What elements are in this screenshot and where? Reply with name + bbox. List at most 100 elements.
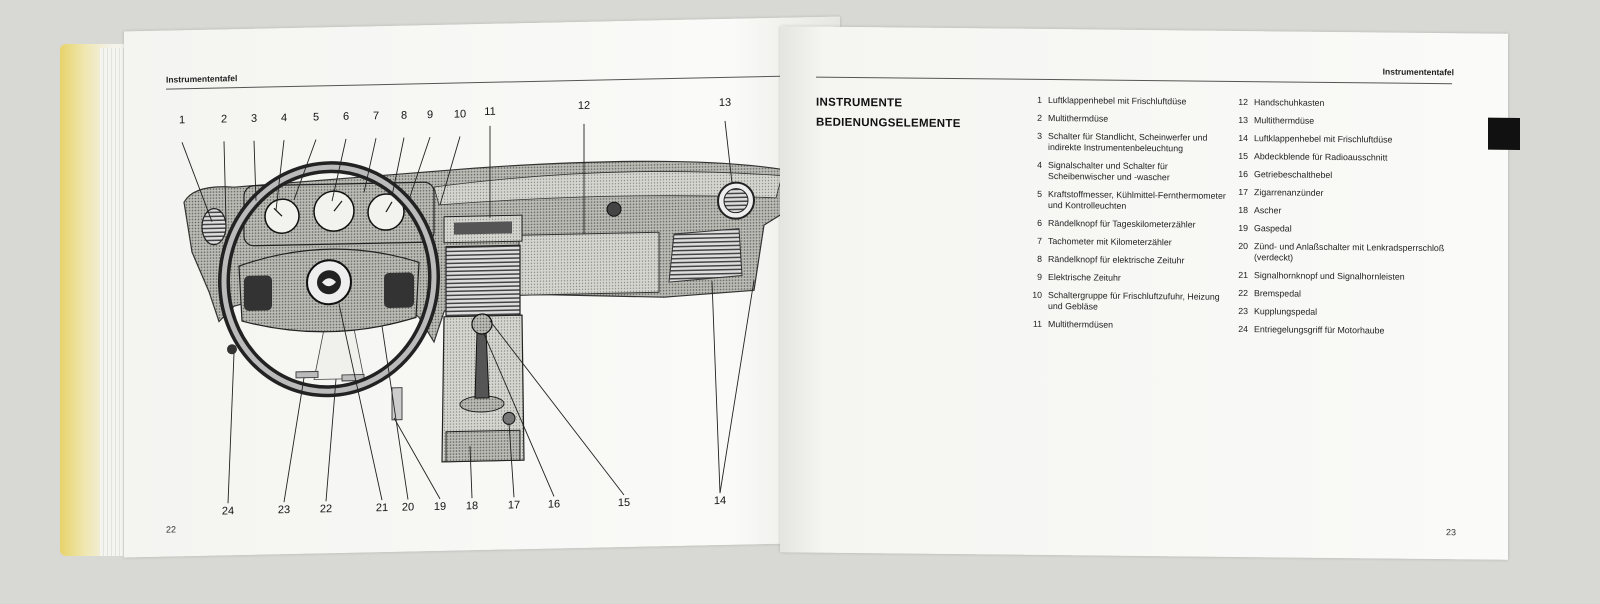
legend-text: Kupplungspedal: [1254, 306, 1318, 317]
right-header-rule: [816, 76, 1452, 85]
callout-24: 24: [221, 505, 235, 518]
legend-text: Bremspedal: [1254, 288, 1301, 299]
callout-23: 23: [277, 504, 291, 517]
legend-text: Gaspedal: [1254, 223, 1292, 234]
legend-text: Zünd- und Anlaßschalter mit Lenkradsperr…: [1254, 241, 1445, 263]
legend-number: 24: [1238, 323, 1248, 335]
callout-2: 2: [220, 113, 228, 126]
legend-item: 16 Getriebeschalthebel: [1232, 169, 1452, 182]
callout-10: 10: [453, 108, 467, 121]
callout-3: 3: [250, 112, 258, 125]
legend-number: 5: [1037, 188, 1042, 199]
legend-number: 20: [1238, 240, 1248, 252]
legend-text: Abdeckblende für Radioausschnitt: [1254, 151, 1388, 163]
legend-item: 14 Luftklappenhebel mit Frischluftdüse: [1232, 133, 1452, 146]
callout-11: 11: [484, 105, 496, 118]
left-page-number: 22: [166, 524, 177, 535]
legend-text: Schaltergruppe für Frischluftzufuhr, Hei…: [1048, 289, 1220, 312]
legend-text: Signalhornknopf und Signalhornleisten: [1254, 270, 1405, 282]
legend-text: Luftklappenhebel mit Frischluftdüse: [1048, 94, 1187, 107]
legend-item: 7 Tachometer mit Kilometerzähler: [1026, 236, 1226, 249]
legend-column-2: 12 Handschuhkasten 13 Multithermdüse 14 Luf…: [1232, 97, 1452, 344]
open-manual-book: Instrumententafel: [60, 16, 1540, 576]
legend-item: 24 Entriegelungsgriff für Motorhaube: [1232, 324, 1452, 337]
legend-text: Tachometer mit Kilometerzähler: [1048, 235, 1172, 248]
legend-number: 21: [1238, 269, 1248, 281]
legend-text: Zigarrenanzünder: [1254, 187, 1324, 198]
legend-text: Getriebeschalthebel: [1254, 169, 1333, 180]
callout-21: 21: [375, 501, 389, 515]
legend-text: Handschuhkasten: [1254, 97, 1325, 108]
callout-12: 12: [577, 99, 591, 112]
legend-item: 2 Multithermdüse: [1026, 113, 1226, 126]
legend-text: Entriegelungsgriff für Motorhaube: [1254, 324, 1385, 336]
callout-4: 4: [280, 112, 288, 125]
section-title: INSTRUMENTE BEDIENUNGSELEMENTE: [816, 93, 996, 135]
legend-number: 11: [1032, 318, 1042, 329]
legend-text: Multithermdüse: [1254, 115, 1315, 126]
dashboard-illustration: [181, 120, 796, 504]
callout-13: 13: [718, 96, 732, 110]
callout-7: 7: [372, 110, 380, 123]
legend-text: Rändelknopf für elektrische Zeituhr: [1048, 253, 1185, 266]
right-page-header: Instrumententafel: [1382, 66, 1454, 78]
legend-text: Rändelknopf für Tageskilometerzähler: [1048, 217, 1196, 230]
callout-9: 9: [426, 109, 434, 122]
legend-number: 10: [1032, 289, 1042, 300]
callout-1: 1: [178, 114, 186, 127]
legend-item: 11 Multithermdüsen: [1026, 319, 1226, 332]
legend-number: 13: [1238, 114, 1248, 126]
legend-number: 4: [1037, 159, 1042, 170]
callout-5: 5: [312, 111, 320, 124]
legend-number: 1: [1037, 94, 1042, 105]
legend-item: 18 Ascher: [1232, 205, 1452, 218]
right-page-number: 23: [1445, 527, 1456, 538]
legend-text: Luftklappenhebel mit Frischluftdüse: [1254, 133, 1393, 145]
callout-19: 19: [433, 500, 447, 514]
legend-item: 9 Elektrische Zeituhr: [1026, 272, 1226, 285]
legend-text: Ascher: [1254, 205, 1282, 216]
callout-17: 17: [507, 499, 521, 512]
callout-22: 22: [319, 503, 333, 516]
legend-item: 22 Bremspedal: [1232, 288, 1452, 301]
legend-text: Elektrische Zeituhr: [1048, 271, 1121, 283]
legend-item: 1 Luftklappenhebel mit Frischluftdüse: [1026, 95, 1226, 108]
callout-20: 20: [401, 501, 415, 514]
dashboard-diagram: 1 2 3 4 5 6 7 8 9 10 11 12 13 24 23 22 2…: [164, 79, 804, 517]
legend-number: 2: [1037, 112, 1042, 123]
legend-number: 17: [1238, 186, 1248, 198]
legend-number: 6: [1037, 217, 1042, 228]
legend-number: 18: [1238, 204, 1248, 216]
legend-item: 3 Schalter für Standlicht, Scheinwerfer u…: [1026, 131, 1226, 155]
legend-number: 12: [1238, 96, 1248, 108]
legend-number: 15: [1238, 150, 1248, 162]
legend-item: 20 Zünd- und Anlaßschalter mit Lenkradspe…: [1232, 241, 1452, 265]
legend-number: 9: [1037, 271, 1042, 282]
legend-number: 14: [1238, 132, 1248, 144]
legend-item: 12 Handschuhkasten: [1232, 97, 1452, 110]
section-title-line2: BEDIENUNGSELEMENTE: [816, 116, 961, 131]
thumb-index-tab: [1488, 117, 1520, 150]
legend-text: Multithermdüsen: [1048, 318, 1114, 330]
callout-6: 6: [342, 110, 350, 123]
legend-number: 16: [1238, 168, 1248, 180]
legend-number: 22: [1238, 287, 1248, 299]
legend-number: 8: [1037, 253, 1042, 264]
legend-item: 21 Signalhornknopf und Signalhornleisten: [1232, 270, 1452, 283]
legend-number: 7: [1037, 235, 1042, 246]
legend-item: 10 Schaltergruppe für Frischluftzufuhr, H…: [1026, 290, 1226, 314]
callout-18: 18: [465, 500, 479, 513]
legend-number: 3: [1037, 130, 1042, 141]
callout-8: 8: [400, 109, 408, 122]
legend-text: Schalter für Standlicht, Scheinwerfer un…: [1048, 130, 1208, 154]
callout-15: 15: [617, 496, 631, 510]
callout-16: 16: [547, 498, 561, 511]
legend-text: Multithermdüse: [1048, 112, 1109, 124]
left-page: Instrumententafel: [124, 16, 840, 558]
legend-item: 17 Zigarrenanzünder: [1232, 187, 1452, 200]
